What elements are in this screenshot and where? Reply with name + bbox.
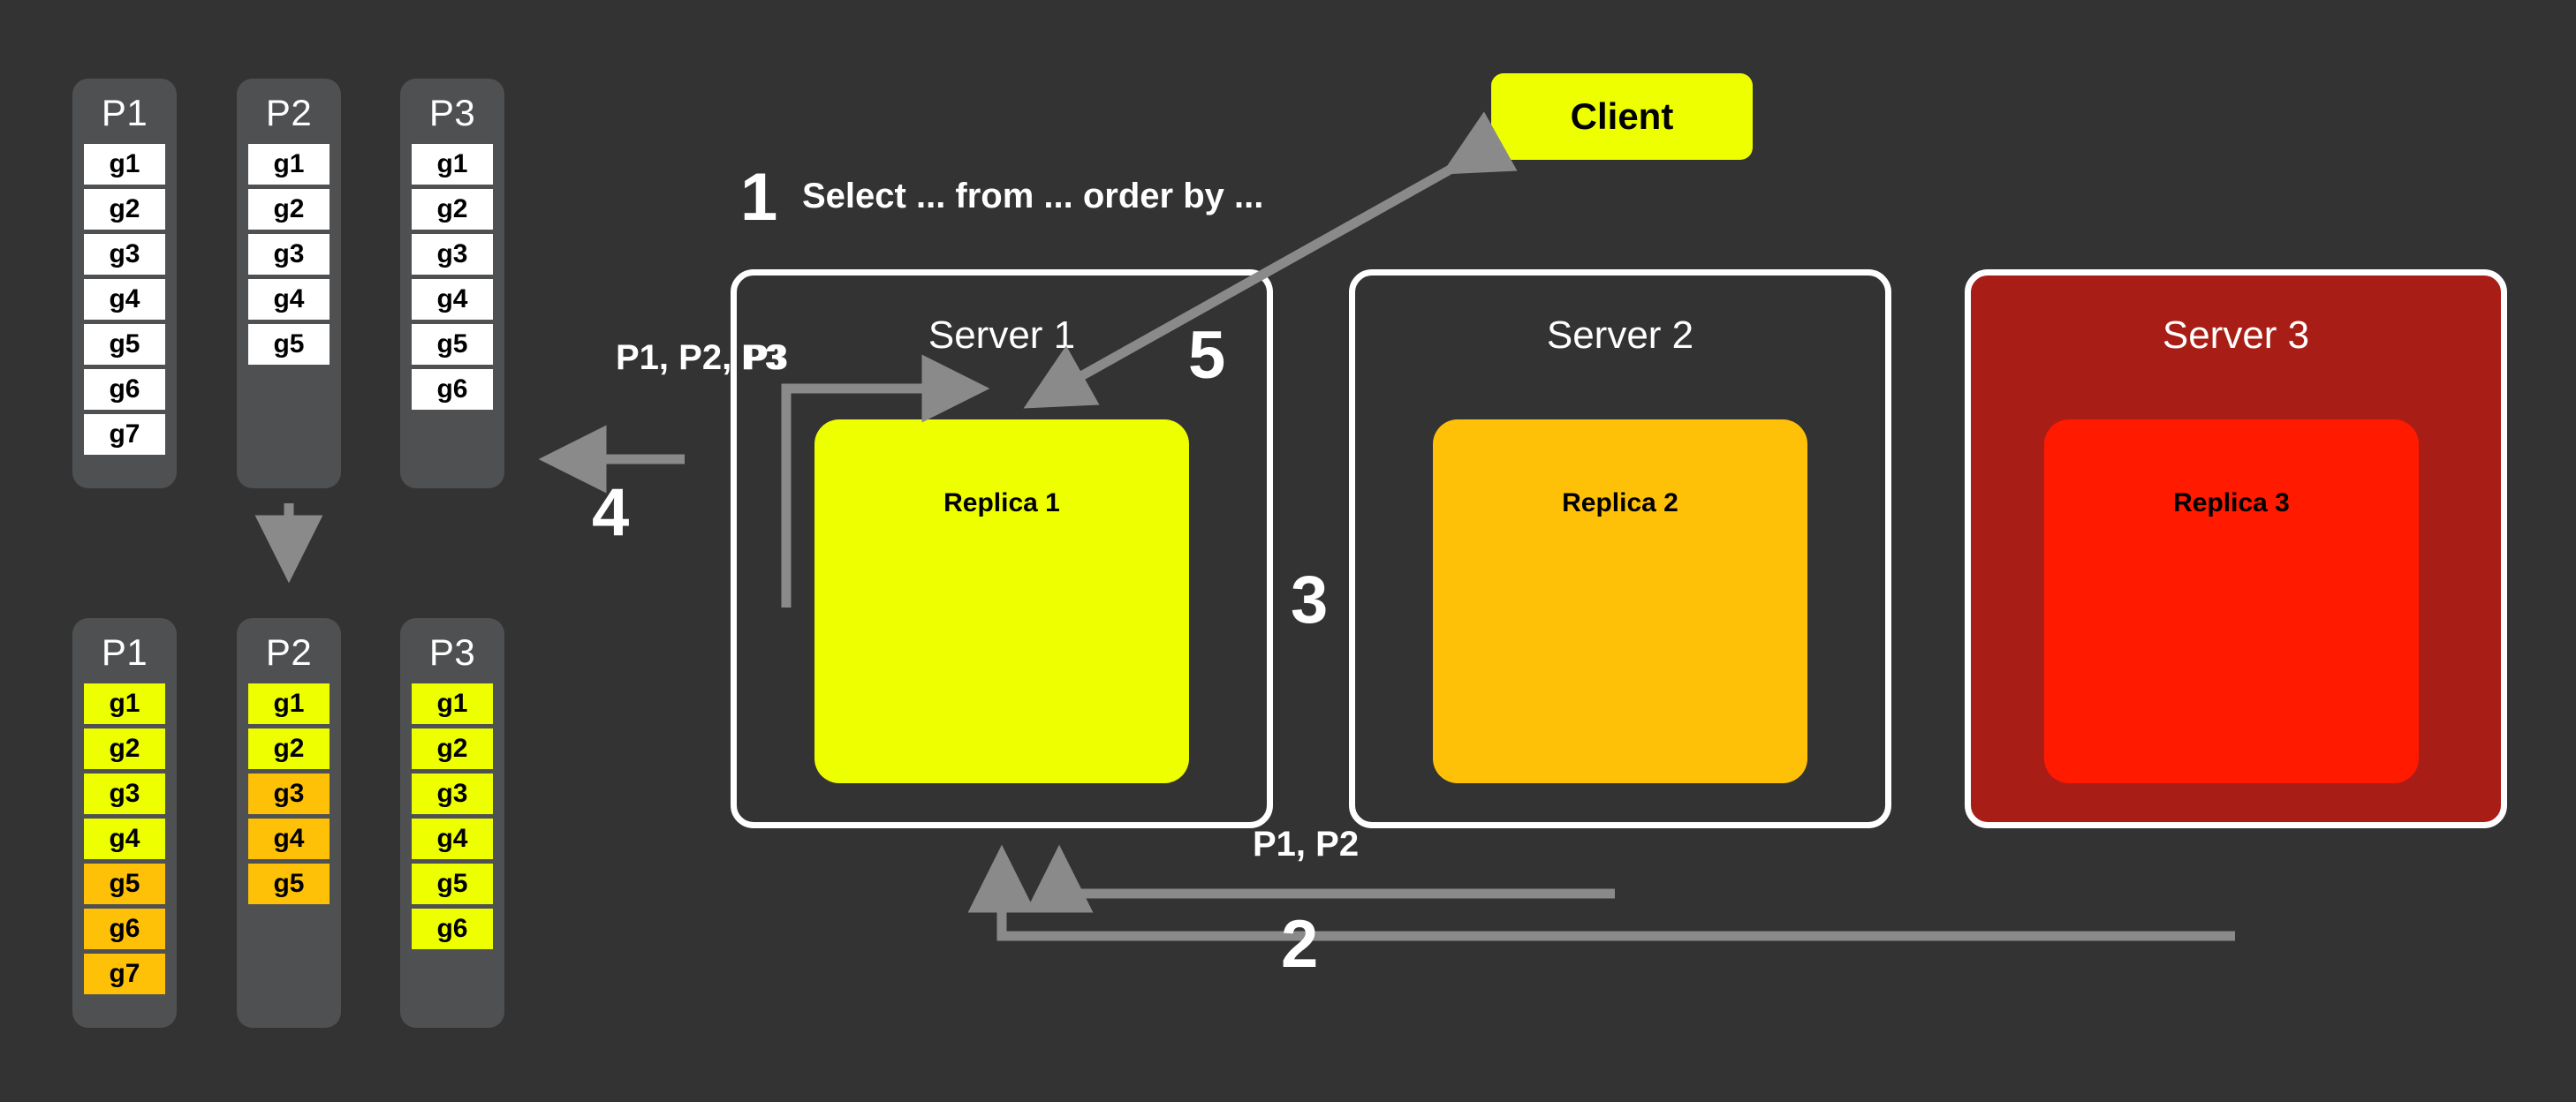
partition-title: P2 <box>265 92 313 133</box>
partition-column-bottom-p1: P1 g1 g2 g3 g4 g5 g6 g7 <box>72 618 177 1028</box>
partition-cell: g3 <box>412 234 493 275</box>
partition-cell: g7 <box>84 954 165 994</box>
replica-2-box[interactable]: Replica 2 <box>1433 419 1807 783</box>
partition-cell: g2 <box>84 189 165 230</box>
partition-cell: g6 <box>412 369 493 410</box>
partition-cell: g1 <box>248 683 330 724</box>
partitions-out-label: P1, P2, P3 <box>616 338 785 377</box>
partition-cell: g3 <box>248 234 330 275</box>
client-box[interactable]: Client <box>1491 73 1753 160</box>
partition-cells: g1 g2 g3 g4 g5 g6 <box>400 683 504 949</box>
step-number-4: 4 <box>592 475 630 550</box>
partition-cells: g1 g2 g3 g4 g5 <box>237 683 341 904</box>
partition-cell: g2 <box>412 189 493 230</box>
server-2-title: Server 2 <box>1546 313 1694 357</box>
partition-cell: g6 <box>84 909 165 949</box>
replica-2-label: Replica 2 <box>1562 488 1678 517</box>
partition-cells: g1 g2 g3 g4 g5 <box>237 144 341 365</box>
partition-cell: g4 <box>248 279 330 320</box>
partition-column-bottom-p2: P2 g1 g2 g3 g4 g5 <box>237 618 341 1028</box>
partition-cell: g2 <box>248 728 330 769</box>
replica-1-label: Replica 1 <box>943 488 1060 517</box>
partition-cell: g5 <box>412 864 493 904</box>
partition-cell: g4 <box>412 279 493 320</box>
partition-cell: g4 <box>84 819 165 859</box>
partition-cell: g1 <box>84 683 165 724</box>
client-label: Client <box>1570 95 1674 137</box>
partition-cells: g1 g2 g3 g4 g5 g6 g7 <box>72 144 177 455</box>
partition-cell: g5 <box>84 324 165 365</box>
step-number-3: 3 <box>1291 562 1329 638</box>
partition-cell: g5 <box>412 324 493 365</box>
partition-title: P1 <box>101 92 148 133</box>
server2-to-server1-arrow <box>1025 844 1615 913</box>
partition-cell: g1 <box>84 144 165 185</box>
replica-3-label: Replica 3 <box>2173 488 2290 517</box>
partition-cells: g1 g2 g3 g4 g5 g6 <box>400 144 504 410</box>
query-label: Select ... from ... order by ... <box>802 177 1264 215</box>
partition-title: P3 <box>428 92 476 133</box>
server-3-title: Server 3 <box>2162 313 2310 357</box>
partition-title: P3 <box>428 631 476 673</box>
server-1-title: Server 1 <box>928 313 1076 357</box>
partition-cells: g1 g2 g3 g4 g5 g6 g7 <box>72 683 177 994</box>
partition-cell: g3 <box>84 234 165 275</box>
partition-cell: g7 <box>84 414 165 455</box>
partition-cell: g6 <box>412 909 493 949</box>
replica-1-box[interactable]: Replica 1 <box>814 419 1189 783</box>
partition-cell: g1 <box>248 144 330 185</box>
partition-cell: g3 <box>248 774 330 814</box>
partition-cell: g2 <box>412 728 493 769</box>
partition-column-top-p2: P2 g1 g2 g3 g4 g5 <box>237 79 341 488</box>
partition-column-top-p3: P3 g1 g2 g3 g4 g5 g6 <box>400 79 504 488</box>
partition-column-bottom-p3: P3 g1 g2 g3 g4 g5 g6 <box>400 618 504 1028</box>
partition-cell: g4 <box>248 819 330 859</box>
partition-cell: g5 <box>248 864 330 904</box>
step-number-1: 1 <box>740 160 778 235</box>
partition-cell: g1 <box>412 144 493 185</box>
step-number-2: 2 <box>1281 907 1319 982</box>
partition-title: P2 <box>265 631 313 673</box>
partition-cell: g6 <box>84 369 165 410</box>
loop-partition-label: P3 <box>745 338 788 377</box>
server3-to-server1-arrow <box>967 844 2235 941</box>
merge-partitions-label: P1, P2 <box>1253 825 1360 864</box>
replica-3-box[interactable]: Replica 3 <box>2044 419 2419 783</box>
partition-cell: g2 <box>84 728 165 769</box>
partition-title: P1 <box>101 631 148 673</box>
partition-cell: g5 <box>248 324 330 365</box>
partition-cell: g4 <box>412 819 493 859</box>
partition-cell: g3 <box>412 774 493 814</box>
partition-column-top-p1: P1 g1 g2 g3 g4 g5 g6 g7 <box>72 79 177 488</box>
partition-cell: g1 <box>412 683 493 724</box>
partition-cell: g3 <box>84 774 165 814</box>
partition-cell: g4 <box>84 279 165 320</box>
partition-cell: g2 <box>248 189 330 230</box>
partition-cell: g5 <box>84 864 165 904</box>
step-number-5: 5 <box>1188 318 1226 393</box>
